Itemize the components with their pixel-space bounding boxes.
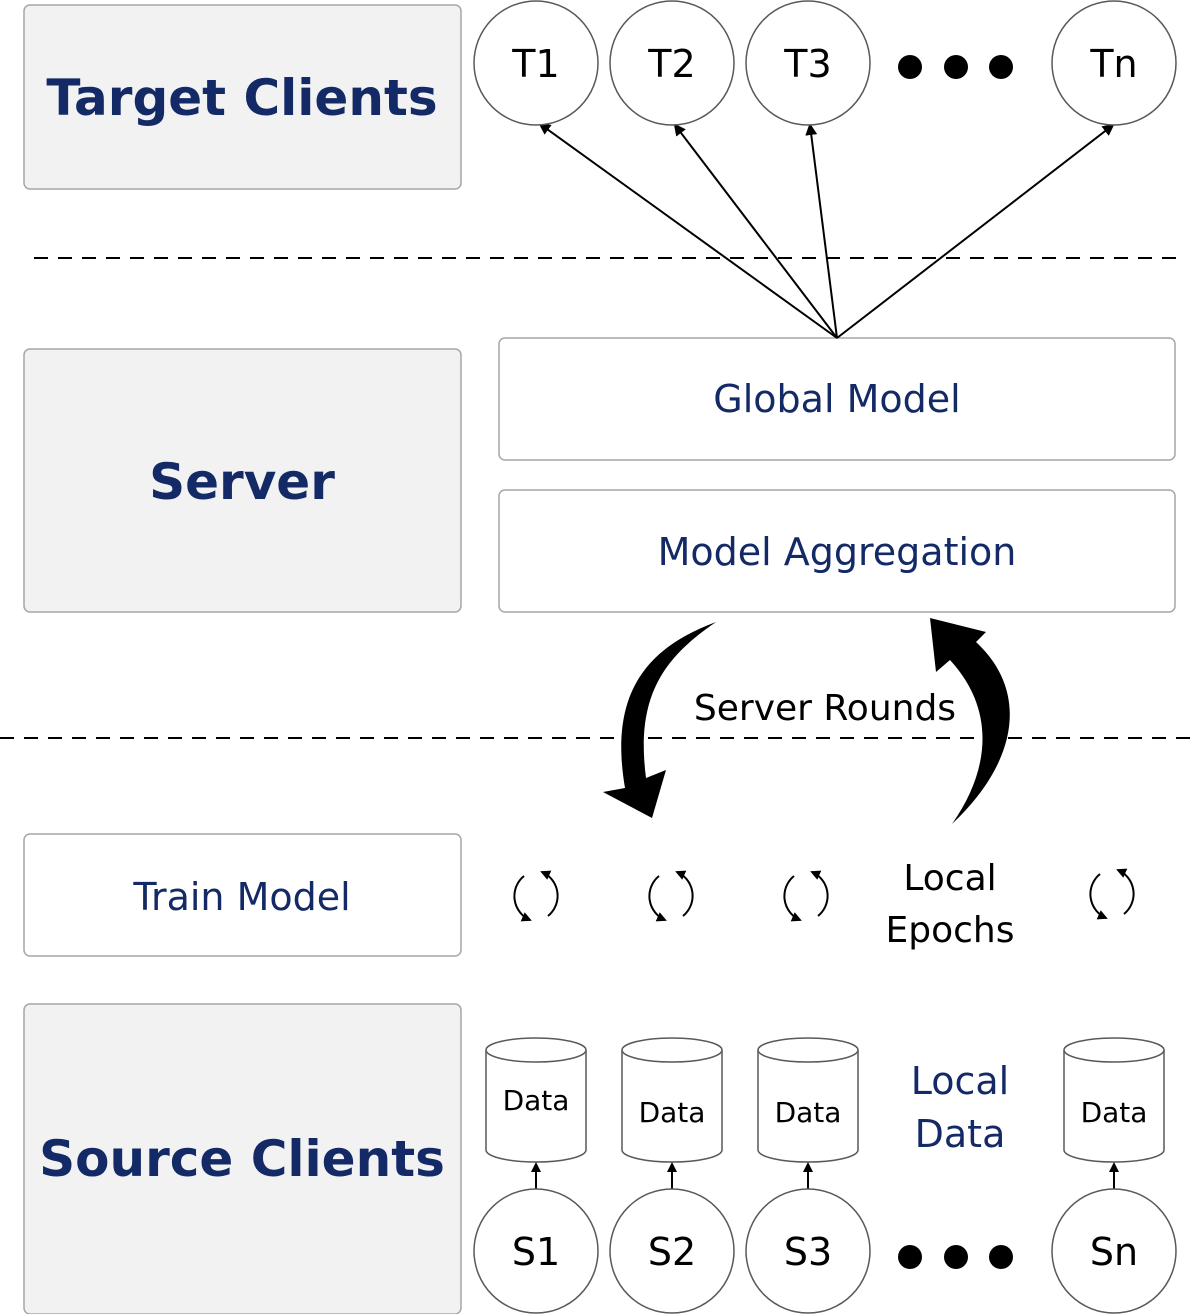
local-epochs-label-line2: Epochs [886, 910, 1015, 951]
arrow-to-tn [836, 123, 1115, 339]
server-section: Server [23, 348, 462, 613]
server-rounds-arrows: Server Rounds [603, 618, 1010, 824]
data-label: Data [1081, 1096, 1148, 1129]
local-data-label-line2: Data [915, 1112, 1006, 1156]
target-label: T1 [511, 42, 559, 86]
source-node [609, 1188, 735, 1314]
database-icon: Data [1063, 1037, 1165, 1163]
source-clients-section: Source Clients [23, 1003, 462, 1314]
target-label: T3 [783, 42, 831, 86]
arrow-to-t2 [673, 123, 838, 339]
arrow-to-t3 [805, 123, 838, 339]
local-epoch-icons: Local Epochs [513, 858, 1135, 951]
source-nodes: S1 S2 S3 Sn [473, 1188, 1177, 1314]
source-label: S1 [512, 1230, 560, 1274]
train-model-label: Train Model [132, 875, 350, 919]
target-nodes: T1 T2 T3 Tn [473, 0, 1177, 126]
ellipsis-dot [944, 1245, 968, 1269]
source-node [1051, 1188, 1177, 1314]
global-model-label: Global Model [713, 377, 960, 421]
source-label: S3 [784, 1230, 832, 1274]
target-node [609, 0, 735, 126]
target-clients-title: Target Clients [46, 69, 437, 127]
refresh-cycle-icon [783, 870, 829, 922]
target-node [745, 0, 871, 126]
ellipsis-dot [989, 55, 1013, 79]
data-label: Data [639, 1096, 706, 1129]
target-label: Tn [1089, 42, 1137, 86]
model-aggregation-label: Model Aggregation [658, 530, 1017, 574]
server-rounds-label: Server Rounds [694, 688, 956, 729]
refresh-cycle-icon [648, 870, 694, 922]
arrow-to-t1 [538, 122, 838, 339]
data-label: Data [503, 1084, 570, 1117]
data-label: Data [775, 1096, 842, 1129]
target-clients-section: Target Clients [23, 4, 462, 190]
source-label: S2 [648, 1230, 696, 1274]
local-data-label-line1: Local [911, 1059, 1010, 1103]
ellipsis-dot [898, 1245, 922, 1269]
curved-arrow-up-icon [930, 618, 1010, 824]
distribution-arrows [538, 122, 1115, 339]
source-node [473, 1188, 599, 1314]
local-epochs-label-line1: Local [903, 858, 996, 899]
refresh-cycle-icon [513, 870, 559, 922]
target-node [473, 0, 599, 126]
ellipsis-dot [898, 55, 922, 79]
server-title: Server [149, 453, 335, 511]
train-model-box: Train Model [23, 833, 462, 957]
global-model-box: Global Model [498, 337, 1176, 461]
source-to-data-arrows [531, 1162, 1119, 1190]
database-icon: Data [757, 1037, 859, 1163]
model-aggregation-box: Model Aggregation [498, 489, 1176, 613]
curved-arrow-down-icon [603, 622, 716, 818]
data-stores: Data Data Data Data Local Data [485, 1037, 1165, 1163]
target-node [1051, 0, 1177, 126]
target-label: T2 [647, 42, 695, 86]
source-label: Sn [1090, 1230, 1138, 1274]
database-icon: Data [621, 1037, 723, 1163]
source-clients-title: Source Clients [39, 1130, 445, 1188]
ellipsis-dot [989, 1245, 1013, 1269]
ellipsis-dot [944, 55, 968, 79]
source-node [745, 1188, 871, 1314]
refresh-cycle-icon [1089, 868, 1135, 920]
database-icon: Data [485, 1037, 587, 1163]
